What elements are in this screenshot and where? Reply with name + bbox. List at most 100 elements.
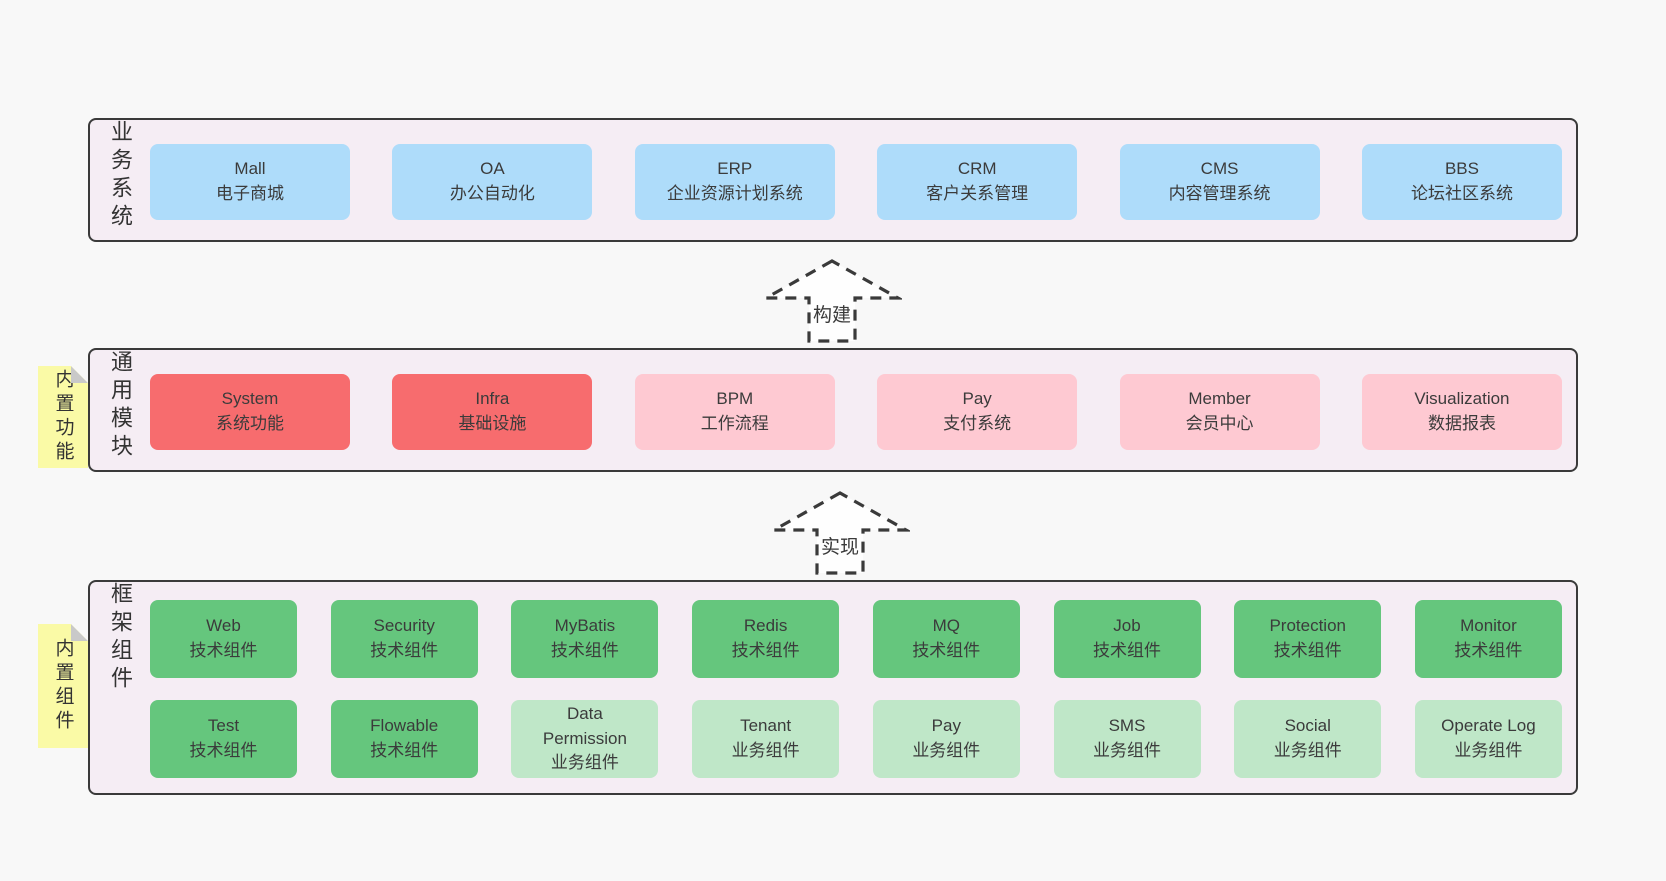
arrow-implement: 实现 bbox=[770, 490, 910, 576]
box-title: Web bbox=[206, 616, 241, 636]
box-subtitle: 办公自动化 bbox=[449, 184, 535, 203]
box-subtitle: 电子商城 bbox=[216, 184, 284, 203]
box-mall: Mall 电子商城 bbox=[150, 144, 350, 220]
box-cms: CMS 内容管理系统 bbox=[1119, 144, 1320, 220]
layer-business-label: 业务系统 bbox=[108, 120, 133, 232]
box-title: Member bbox=[1188, 389, 1251, 409]
box-tenant: Tenant 业务组件 bbox=[692, 700, 840, 778]
box-title: CMS bbox=[1200, 159, 1239, 179]
business-boxes-row: Mall 电子商城 OA 办公自动化 ERP 企业资源计划系统 CRM 客户关系… bbox=[150, 144, 1562, 220]
arrow-build-label: 构建 bbox=[810, 300, 854, 327]
box-member: Member 会员中心 bbox=[1119, 374, 1320, 450]
box-title: Social bbox=[1284, 716, 1331, 736]
box-subtitle: 客户关系管理 bbox=[926, 184, 1029, 203]
box-title: ERP bbox=[717, 159, 753, 179]
layer-framework-components: 框架组件 Web 技术组件 Security 技术组件 MyBatis 技术组件… bbox=[88, 580, 1578, 795]
box-title: Redis bbox=[743, 616, 788, 636]
box-title: MyBatis bbox=[554, 616, 616, 636]
layer-common-modules: 通用模块 System 系统功能 Infra 基础设施 BPM 工作流程 Pay… bbox=[88, 348, 1578, 472]
box-redis: Redis 技术组件 bbox=[692, 600, 840, 678]
sticky-note-built-in-features: 内置功能 bbox=[38, 366, 88, 468]
box-monitor: Monitor 技术组件 bbox=[1414, 600, 1562, 678]
box-subtitle: 技术组件 bbox=[1093, 641, 1162, 660]
box-subtitle: 技术组件 bbox=[370, 741, 439, 760]
box-subtitle: 业务组件 bbox=[1454, 741, 1523, 760]
arrow-implement-label: 实现 bbox=[818, 532, 862, 559]
framework-row-2: Test 技术组件 Flowable 技术组件 Data Permission … bbox=[150, 700, 1562, 778]
box-subtitle: 工作流程 bbox=[700, 414, 769, 433]
box-security: Security 技术组件 bbox=[330, 600, 478, 678]
box-mq: MQ 技术组件 bbox=[872, 600, 1020, 678]
box-title: Protection bbox=[1269, 616, 1346, 636]
note-text: 内置组件 bbox=[52, 638, 74, 734]
box-title: Job bbox=[1113, 616, 1141, 636]
arrow-build: 构建 bbox=[762, 258, 902, 344]
note-fold-corner-icon bbox=[71, 366, 88, 383]
box-subtitle: 技术组件 bbox=[1273, 641, 1342, 660]
modules-boxes-row: System 系统功能 Infra 基础设施 BPM 工作流程 Pay 支付系统… bbox=[150, 374, 1562, 450]
box-oa: OA 办公自动化 bbox=[392, 144, 593, 220]
layer-business-systems: 业务系统 Mall 电子商城 OA 办公自动化 ERP 企业资源计划系统 CRM… bbox=[88, 118, 1578, 242]
box-title: SMS bbox=[1108, 716, 1146, 736]
box-crm: CRM 客户关系管理 bbox=[877, 144, 1078, 220]
box-pay-module: Pay 支付系统 bbox=[877, 374, 1078, 450]
note-fold-corner-icon bbox=[71, 624, 88, 641]
layer-framework-label: 框架组件 bbox=[108, 582, 133, 694]
box-title: Security bbox=[373, 616, 435, 636]
sticky-note-built-in-components: 内置组件 bbox=[38, 624, 88, 748]
box-subtitle: 技术组件 bbox=[189, 641, 258, 660]
box-title: Data Permission bbox=[542, 704, 627, 748]
box-title: BPM bbox=[716, 389, 754, 409]
box-subtitle: 业务组件 bbox=[731, 741, 800, 760]
box-title: OA bbox=[480, 159, 505, 179]
box-title: Visualization bbox=[1414, 389, 1510, 409]
box-subtitle: 基础设施 bbox=[458, 414, 527, 433]
box-title: Mall bbox=[234, 159, 266, 179]
box-job: Job 技术组件 bbox=[1053, 600, 1201, 678]
box-protection: Protection 技术组件 bbox=[1234, 600, 1382, 678]
box-visualization: Visualization 数据报表 bbox=[1361, 374, 1562, 450]
box-title: Tenant bbox=[740, 716, 792, 736]
box-subtitle: 技术组件 bbox=[912, 641, 981, 660]
box-subtitle: 技术组件 bbox=[550, 641, 619, 660]
box-erp: ERP 企业资源计划系统 bbox=[634, 144, 835, 220]
layer-modules-label: 通用模块 bbox=[108, 350, 133, 462]
box-title: System bbox=[221, 389, 279, 409]
box-title: Operate Log bbox=[1441, 716, 1536, 736]
box-pay-component: Pay 业务组件 bbox=[872, 700, 1020, 778]
box-title: CRM bbox=[957, 159, 997, 179]
box-web: Web 技术组件 bbox=[150, 600, 297, 678]
box-subtitle: 内容管理系统 bbox=[1168, 184, 1271, 203]
box-title: Infra bbox=[475, 389, 510, 409]
box-subtitle: 论坛社区系统 bbox=[1410, 184, 1513, 203]
box-subtitle: 技术组件 bbox=[189, 741, 258, 760]
box-subtitle: 业务组件 bbox=[550, 753, 619, 773]
box-subtitle: 系统功能 bbox=[216, 414, 284, 433]
box-test: Test 技术组件 bbox=[150, 700, 297, 778]
box-flowable: Flowable 技术组件 bbox=[330, 700, 478, 778]
box-data-permission: Data Permission 业务组件 bbox=[511, 700, 659, 778]
box-subtitle: 企业资源计划系统 bbox=[666, 184, 803, 203]
box-subtitle: 业务组件 bbox=[1093, 741, 1162, 760]
box-subtitle: 业务组件 bbox=[1273, 741, 1342, 760]
box-title: Monitor bbox=[1460, 616, 1517, 636]
box-subtitle: 数据报表 bbox=[1427, 414, 1496, 433]
box-bpm: BPM 工作流程 bbox=[634, 374, 835, 450]
box-title: BBS bbox=[1444, 159, 1479, 179]
box-mybatis: MyBatis 技术组件 bbox=[511, 600, 659, 678]
box-subtitle: 技术组件 bbox=[370, 641, 439, 660]
box-subtitle: 业务组件 bbox=[912, 741, 981, 760]
box-infra: Infra 基础设施 bbox=[392, 374, 593, 450]
box-title: Test bbox=[207, 716, 240, 736]
box-subtitle: 会员中心 bbox=[1185, 414, 1254, 433]
box-title: Pay bbox=[962, 389, 992, 409]
box-title: Flowable bbox=[370, 716, 439, 736]
box-bbs: BBS 论坛社区系统 bbox=[1361, 144, 1562, 220]
framework-row-1: Web 技术组件 Security 技术组件 MyBatis 技术组件 Redi… bbox=[150, 600, 1562, 678]
box-title: Pay bbox=[931, 716, 961, 736]
box-operate-log: Operate Log 业务组件 bbox=[1414, 700, 1562, 778]
box-social: Social 业务组件 bbox=[1234, 700, 1382, 778]
box-subtitle: 支付系统 bbox=[943, 414, 1012, 433]
note-text: 内置功能 bbox=[52, 369, 74, 465]
